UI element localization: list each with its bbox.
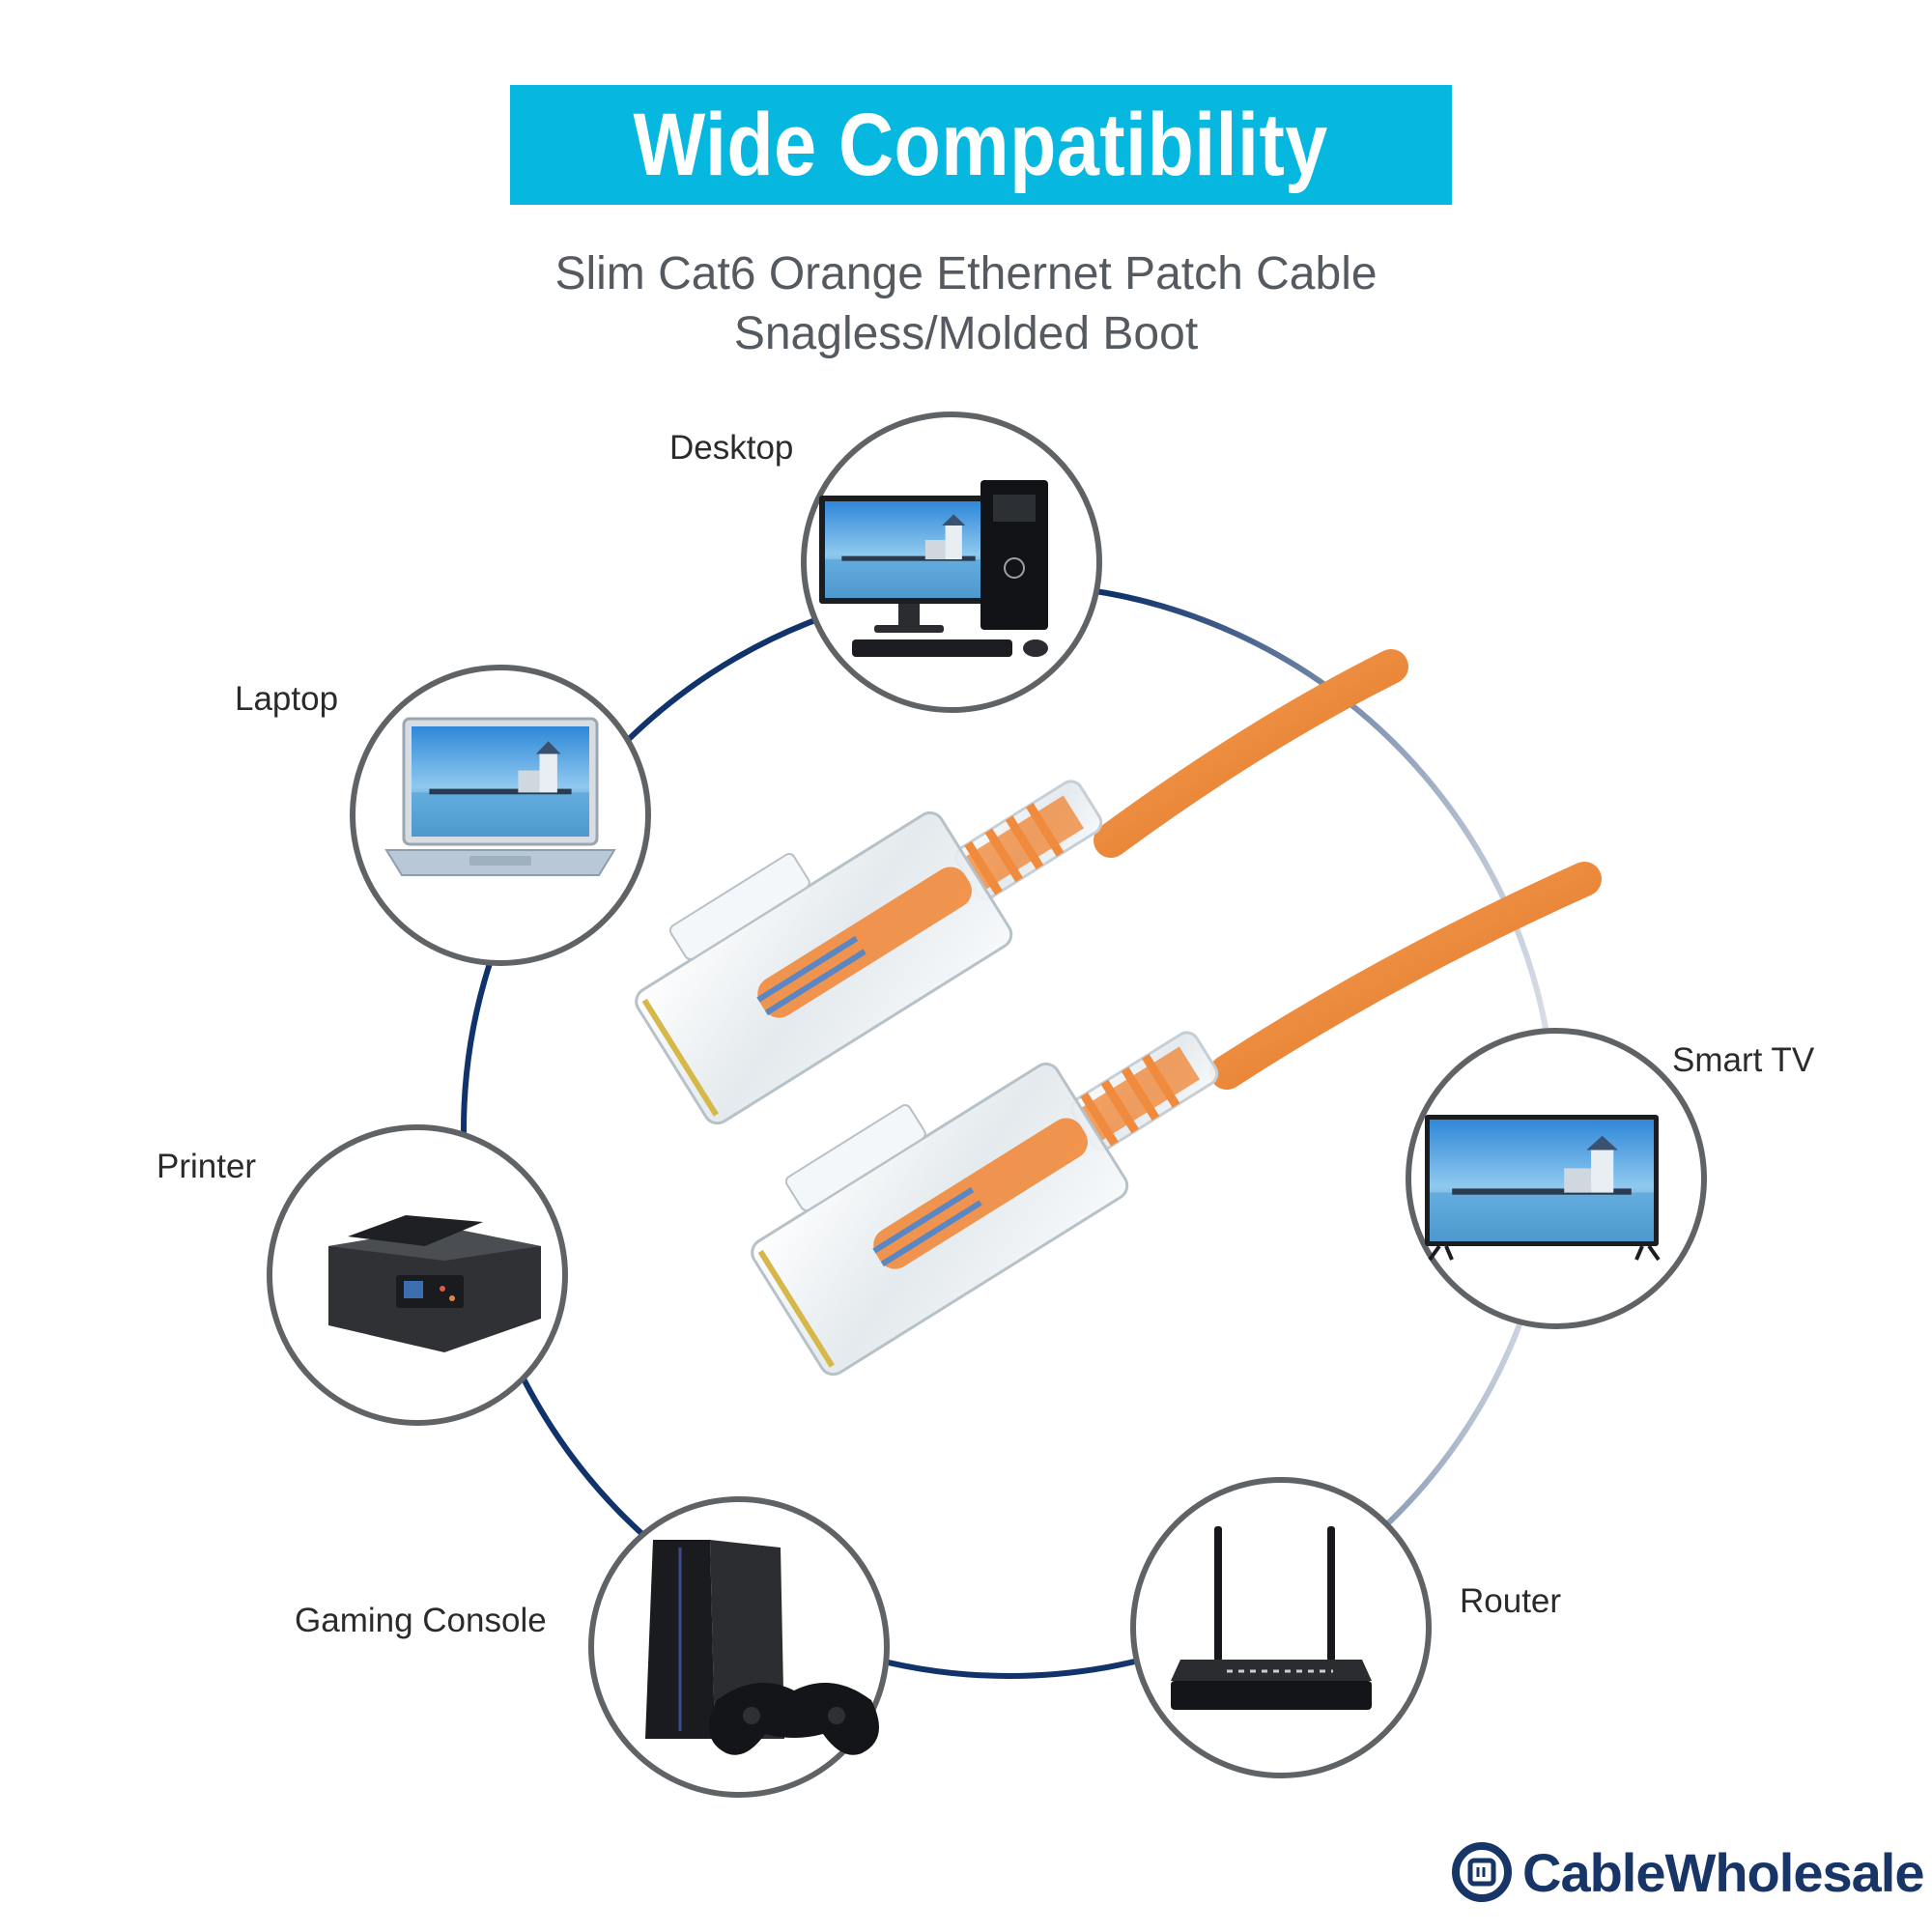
subtitle-line-2: Snagless/Molded Boot: [733, 308, 1199, 359]
brand-name: CableWholesale: [1522, 1841, 1924, 1903]
smart-tv-icon: [1425, 1115, 1661, 1262]
smart-tv-label: Smart TV: [1672, 1041, 1815, 1079]
router-icon: [1171, 1526, 1372, 1710]
gaming-console-label: Gaming Console: [295, 1602, 547, 1639]
router-label: Router: [1460, 1582, 1562, 1620]
desktop-label: Desktop: [669, 429, 794, 467]
brand-mark-icon: [1452, 1842, 1512, 1902]
page-title: Wide Compatibility: [633, 95, 1329, 194]
gaming-console-node: [588, 1496, 890, 1798]
smart-tv-node: [1406, 1028, 1707, 1329]
router-node: [1130, 1477, 1432, 1778]
laptop-label: Laptop: [235, 680, 339, 718]
printer-node: [267, 1124, 568, 1426]
subtitle-line-1: Slim Cat6 Orange Ethernet Patch Cable: [554, 248, 1378, 299]
desktop-node: [801, 412, 1102, 713]
laptop-node: [350, 665, 651, 966]
ethernet-cable-image: [635, 649, 1602, 1377]
game-console-icon: [645, 1540, 879, 1755]
laptop-icon: [384, 717, 616, 876]
brand-logo: CableWholesale: [1451, 1840, 1924, 1904]
title-banner: Wide Compatibility: [510, 85, 1452, 205]
printer-label: Printer: [156, 1148, 257, 1185]
printer-icon: [328, 1215, 541, 1352]
desktop-computer-icon: [819, 480, 1048, 657]
